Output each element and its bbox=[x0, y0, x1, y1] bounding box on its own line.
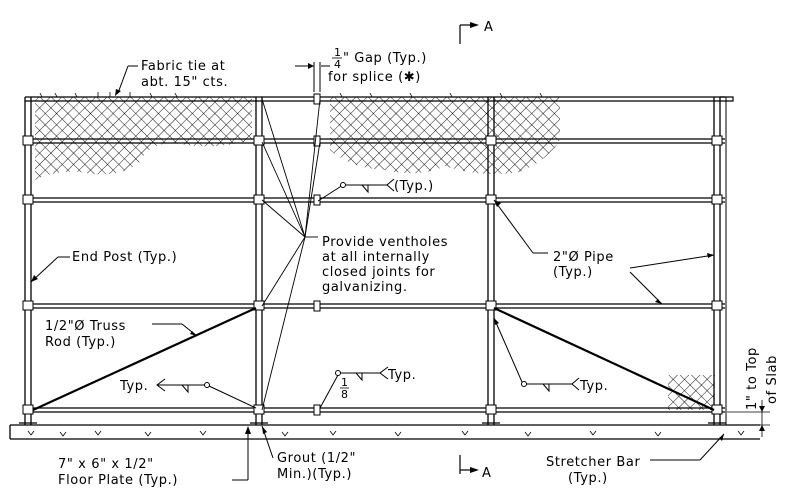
ventholes-line3: closed joints for bbox=[322, 265, 435, 280]
slab-line2: of Slab bbox=[765, 355, 780, 404]
concrete-slab bbox=[9, 424, 760, 440]
ventholes-callout: Provide ventholes at all internally clos… bbox=[261, 98, 448, 411]
ventholes-line2: at all internally bbox=[322, 250, 430, 265]
truss-rod-line1: 1/2"Ø Truss bbox=[45, 319, 126, 334]
gap-line1: " Gap (Typ.) bbox=[343, 51, 427, 66]
section-letter-bottom: A bbox=[482, 466, 492, 481]
fabric-patch-center bbox=[330, 97, 560, 174]
fabric-patch-corner bbox=[668, 375, 715, 410]
section-marker-bottom: A bbox=[459, 455, 492, 481]
vertical-posts bbox=[24, 96, 734, 425]
floor-plate-line2: Floor Plate (Typ.) bbox=[58, 473, 178, 488]
gap-line2: for splice (✱) bbox=[328, 70, 421, 85]
grout-line2: Min.)(Typ.) bbox=[277, 467, 352, 482]
weld-symbol-center: 1 8 Typ. bbox=[319, 366, 416, 409]
slab-line1: 1" to Top bbox=[745, 347, 760, 410]
pipe-line1: 2"Ø Pipe bbox=[553, 250, 614, 265]
end-post-label: End Post (Typ.) bbox=[72, 250, 177, 265]
stretcher-bar-callout: Stretcher Bar (Typ.) bbox=[546, 433, 725, 486]
weld-typ-center: Typ. bbox=[387, 368, 416, 383]
floor-plate-line1: 7" x 6" x 1/2" bbox=[58, 457, 154, 472]
fabric-tie-callout: Fabric tie at abt. 15" cts. bbox=[115, 59, 228, 96]
section-marker-top: A bbox=[459, 20, 494, 44]
truss-rod-line2: Rod (Typ.) bbox=[45, 335, 116, 350]
weld-typ-right: Typ. bbox=[579, 379, 608, 394]
ventholes-line4: galvanizing. bbox=[322, 280, 408, 295]
horizontal-rails bbox=[25, 96, 725, 413]
pipe-callout: 2"Ø Pipe (Typ.) bbox=[493, 199, 715, 305]
grout-line1: Grout (1/2" bbox=[277, 451, 356, 466]
weld-center-fraction-den: 8 bbox=[341, 388, 348, 401]
floor-plate-callout: 7" x 6" x 1/2" Floor Plate (Typ.) bbox=[58, 426, 251, 488]
weld-typ-top: (Typ.) bbox=[394, 179, 434, 194]
weld-symbol-right: Typ. bbox=[493, 317, 608, 394]
end-post-callout: End Post (Typ.) bbox=[30, 250, 177, 283]
weld-symbol-left: Typ. bbox=[119, 378, 257, 409]
pipe-line2: (Typ.) bbox=[553, 265, 593, 280]
slab-dimension: 1" to Top of Slab bbox=[727, 347, 780, 437]
grout-callout: Grout (1/2" Min.)(Typ.) bbox=[261, 425, 356, 482]
weld-symbol-top: (Typ.) bbox=[317, 178, 434, 202]
section-letter-top: A bbox=[484, 20, 494, 35]
truss-rod-callout: 1/2"Ø Truss Rod (Typ.) bbox=[45, 319, 198, 350]
gap-callout: 1 4 " Gap (Typ.) for splice (✱) bbox=[295, 46, 427, 92]
stretcher-bar-line1: Stretcher Bar bbox=[546, 455, 640, 470]
ventholes-line1: Provide ventholes bbox=[322, 235, 448, 250]
post-collars bbox=[22, 135, 723, 415]
weld-center-fraction-num: 1 bbox=[341, 376, 348, 389]
gap-fraction-num: 1 bbox=[334, 46, 341, 59]
fabric-tie-line2: abt. 15" cts. bbox=[141, 75, 228, 90]
stretcher-bar-line2: (Typ.) bbox=[568, 471, 608, 486]
weld-typ-left: Typ. bbox=[119, 379, 148, 394]
truss-rods bbox=[32, 306, 715, 412]
gap-fraction-den: 4 bbox=[334, 58, 341, 71]
fabric-tie-line1: Fabric tie at bbox=[141, 59, 225, 74]
top-ticks bbox=[39, 92, 543, 98]
